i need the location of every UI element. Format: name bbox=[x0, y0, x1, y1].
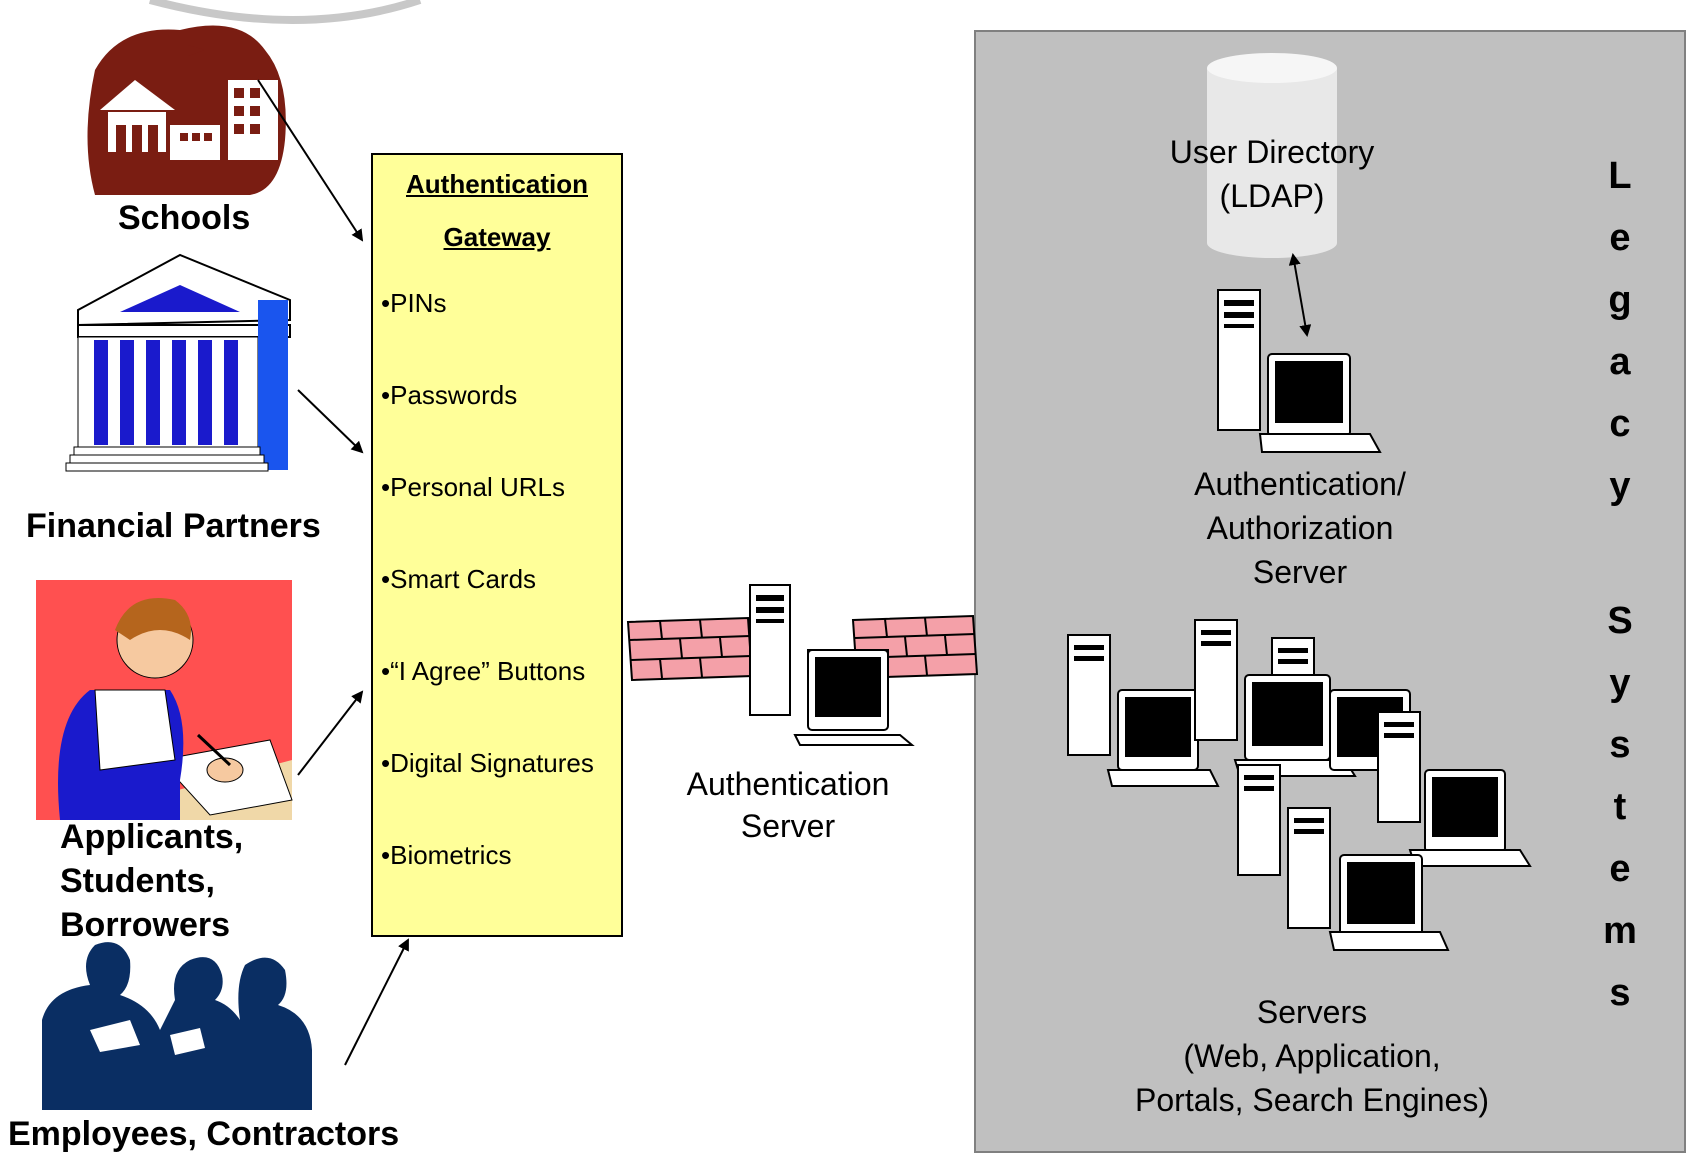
legacy-title-letter: a bbox=[1609, 341, 1631, 383]
gateway-item-biometrics: •Biometrics bbox=[381, 840, 512, 870]
applicants-label-line3: Borrowers bbox=[60, 906, 231, 944]
legacy-title-letter: y bbox=[1609, 465, 1631, 507]
authentication-gateway-box: Authentication Gateway •PINs •Passwords … bbox=[371, 153, 623, 937]
authentication-server-computer-icon bbox=[749, 584, 915, 746]
gateway-title-line1: Authentication bbox=[406, 169, 588, 199]
gateway-item-personal-urls: •Personal URLs bbox=[381, 472, 565, 502]
authz-server-computer-icon bbox=[1217, 289, 1382, 453]
auth-server-label-line2: Server bbox=[740, 808, 836, 844]
legacy-title-letter: g bbox=[1608, 279, 1632, 321]
financial-partners-arrow bbox=[297, 389, 364, 454]
schools-label: Schools bbox=[118, 199, 251, 237]
gateway-item-passwords: •Passwords bbox=[381, 380, 518, 410]
ldap-database-icon bbox=[1207, 53, 1337, 258]
legacy-title-letter: m bbox=[1603, 910, 1637, 952]
authz-server-label-line2: Authorization bbox=[1206, 510, 1394, 546]
authz-server-label-line1: Authentication/ bbox=[1194, 466, 1406, 502]
gateway-item-pins: •PINs bbox=[381, 288, 447, 318]
applicants-arrow bbox=[297, 690, 364, 776]
servers-label-line3: Portals, Search Engines) bbox=[1135, 1082, 1489, 1118]
authz-server-label-line3: Server bbox=[1252, 554, 1348, 590]
legacy-title-letter: e bbox=[1609, 217, 1631, 259]
student-writing-image bbox=[36, 580, 293, 820]
applicants-label-line1: Applicants, bbox=[60, 818, 244, 856]
gateway-item-i-agree-buttons: •“I Agree” Buttons bbox=[381, 656, 586, 686]
employees-label: Employees, Contractors bbox=[8, 1115, 400, 1153]
servers-cluster-icon bbox=[1067, 619, 1532, 951]
user-directory-label-line2: (LDAP) bbox=[1219, 178, 1325, 214]
gateway-item-smart-cards: •Smart Cards bbox=[381, 564, 537, 594]
employees-arrow bbox=[344, 938, 409, 1066]
decorative-swoosh bbox=[148, 0, 422, 24]
legacy-title-letter: L bbox=[1608, 155, 1632, 197]
legacy-title-letter: s bbox=[1609, 724, 1631, 766]
gateway-item-digital-signatures: •Digital Signatures bbox=[381, 748, 594, 778]
legacy-title-letter: t bbox=[1613, 786, 1627, 828]
legacy-title-letter: e bbox=[1609, 848, 1631, 890]
school-icon bbox=[87, 25, 286, 195]
auth-server-label-line1: Authentication bbox=[686, 766, 890, 802]
financial-partners-label: Financial Partners bbox=[26, 507, 321, 545]
firewall-left-icon bbox=[626, 616, 754, 682]
ldap-link-arrow bbox=[1288, 253, 1312, 337]
applicants-label-line2: Students, bbox=[60, 862, 215, 900]
bank-icon bbox=[65, 253, 291, 472]
legacy-title-letter: y bbox=[1609, 662, 1631, 704]
servers-label-line1: Servers bbox=[1256, 994, 1368, 1030]
schools-arrow bbox=[257, 79, 364, 242]
gateway-title-line2: Gateway bbox=[443, 222, 551, 252]
legacy-title-letter: S bbox=[1607, 600, 1633, 642]
user-directory-label-line1: User Directory bbox=[1169, 134, 1375, 170]
legacy-title-letter: s bbox=[1609, 972, 1631, 1014]
employees-silhouette-icon bbox=[42, 942, 312, 1110]
servers-label-line2: (Web, Application, bbox=[1183, 1038, 1441, 1074]
legacy-title-letter: c bbox=[1609, 403, 1631, 445]
